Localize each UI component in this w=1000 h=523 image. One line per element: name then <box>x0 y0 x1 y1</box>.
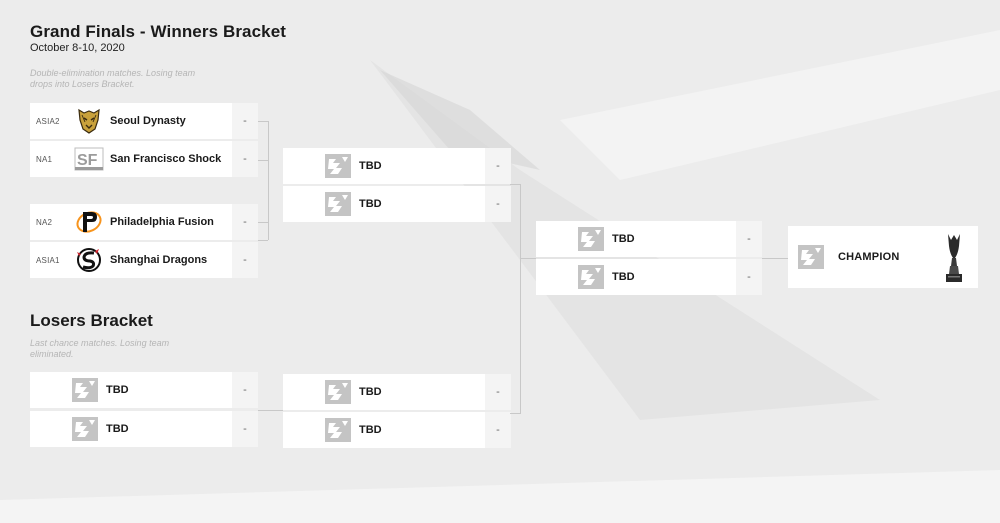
team-card[interactable]: TBD <box>283 374 485 410</box>
team-score: - <box>736 221 762 257</box>
overwatch-league-placeholder-icon <box>70 414 100 444</box>
team-name: San Francisco Shock <box>110 153 222 165</box>
trophy-icon <box>942 232 966 289</box>
seoul-dynasty-logo-icon <box>74 106 104 136</box>
team-name: Shanghai Dragons <box>110 254 208 266</box>
event-dates: October 8-10, 2020 <box>30 42 125 54</box>
champion-label: CHAMPION <box>838 251 900 263</box>
overwatch-league-placeholder-icon <box>323 377 353 407</box>
connector-line <box>510 184 521 414</box>
match-slot-losers-r2-a[interactable]: TBD - <box>283 374 511 410</box>
team-card[interactable]: NA1 SF San Francisco Shock <box>30 141 232 177</box>
team-score: - <box>232 204 258 240</box>
match-slot-shanghai-dragons[interactable]: ASIA1 Shanghai Dragons - <box>30 242 258 278</box>
match-slot-finals-a[interactable]: TBD - <box>536 221 762 257</box>
team-score: - <box>232 141 258 177</box>
team-card[interactable]: TBD <box>30 372 232 408</box>
overwatch-league-placeholder-icon <box>796 242 826 272</box>
champion-card[interactable]: CHAMPION <box>788 226 978 288</box>
overwatch-league-placeholder-icon <box>323 151 353 181</box>
team-name: Seoul Dynasty <box>110 115 186 127</box>
match-slot-sf-shock[interactable]: NA1 SF San Francisco Shock - <box>30 141 258 177</box>
team-score: - <box>736 259 762 295</box>
connector-line <box>258 121 269 240</box>
losers-bracket-title: Losers Bracket <box>30 311 153 330</box>
match-slot-finals-b[interactable]: TBD - <box>536 259 762 295</box>
team-name: TBD <box>106 384 129 396</box>
overwatch-league-placeholder-icon <box>576 224 606 254</box>
team-name: TBD <box>106 423 129 435</box>
winners-bracket-note: Double-elimination matches. Losing team … <box>30 68 196 89</box>
team-score: - <box>232 242 258 278</box>
shanghai-dragons-logo-icon <box>74 245 104 275</box>
overwatch-league-placeholder-icon <box>576 262 606 292</box>
team-score: - <box>485 412 511 448</box>
connector-line <box>520 258 536 259</box>
connector-line <box>258 410 283 411</box>
team-name: TBD <box>359 160 382 172</box>
match-slot-seoul-dynasty[interactable]: ASIA2 Seoul Dynasty - <box>30 103 258 139</box>
team-card[interactable]: TBD <box>30 411 232 447</box>
losers-bracket-note: Last chance matches. Losing team elimina… <box>30 338 170 359</box>
team-score: - <box>232 103 258 139</box>
connector-line <box>258 222 268 223</box>
team-card[interactable]: TBD <box>283 148 485 184</box>
team-region: NA1 <box>36 154 53 164</box>
team-score: - <box>485 374 511 410</box>
team-card[interactable]: ASIA1 Shanghai Dragons <box>30 242 232 278</box>
champion-slot[interactable]: CHAMPION <box>788 226 978 288</box>
connector-line <box>258 160 268 161</box>
match-slot-losers-r1-b[interactable]: TBD - <box>30 411 258 447</box>
team-score: - <box>232 411 258 447</box>
philadelphia-fusion-logo-icon <box>74 207 104 237</box>
connector-line <box>258 240 268 241</box>
team-name: TBD <box>612 271 635 283</box>
match-slot-winners-r2-b[interactable]: TBD - <box>283 186 511 222</box>
team-score: - <box>485 148 511 184</box>
team-name: TBD <box>612 233 635 245</box>
team-card[interactable]: TBD <box>536 259 736 295</box>
team-name: Philadelphia Fusion <box>110 216 214 228</box>
sf-shock-logo-icon: SF <box>74 144 104 174</box>
team-name: TBD <box>359 198 382 210</box>
overwatch-league-placeholder-icon <box>323 189 353 219</box>
svg-text:SF: SF <box>77 152 98 169</box>
team-card[interactable]: NA2 Philadelphia Fusion <box>30 204 232 240</box>
match-slot-losers-r1-a[interactable]: TBD - <box>30 372 258 408</box>
team-region: ASIA2 <box>36 116 60 126</box>
team-name: TBD <box>359 424 382 436</box>
team-card[interactable]: TBD <box>283 186 485 222</box>
winners-bracket-title: Grand Finals - Winners Bracket <box>30 22 287 41</box>
match-slot-losers-r2-b[interactable]: TBD - <box>283 412 511 448</box>
team-region: ASIA1 <box>36 255 60 265</box>
team-score: - <box>485 186 511 222</box>
overwatch-league-placeholder-icon <box>323 415 353 445</box>
overwatch-league-placeholder-icon <box>70 375 100 405</box>
match-slot-winners-r2-a[interactable]: TBD - <box>283 148 511 184</box>
team-card[interactable]: TBD <box>536 221 736 257</box>
team-score: - <box>232 372 258 408</box>
team-card[interactable]: TBD <box>283 412 485 448</box>
match-slot-philadelphia-fusion[interactable]: NA2 Philadelphia Fusion - <box>30 204 258 240</box>
connector-line <box>762 258 788 259</box>
team-card[interactable]: ASIA2 Seoul Dynasty <box>30 103 232 139</box>
team-name: TBD <box>359 386 382 398</box>
team-region: NA2 <box>36 217 53 227</box>
